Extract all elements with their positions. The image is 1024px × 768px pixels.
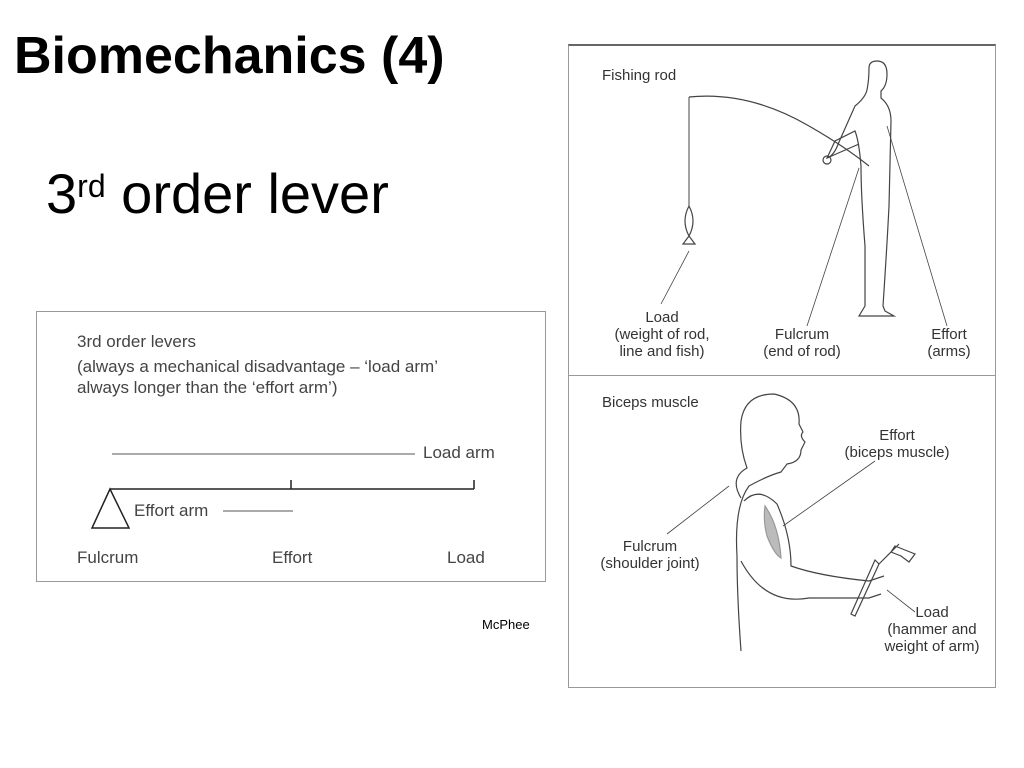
- fishing-fulcrum-label: Fulcrum (end of rod): [752, 326, 852, 360]
- slide-subtitle: 3rd order lever: [46, 166, 389, 222]
- biceps-effort-label: Effort (biceps muscle): [837, 427, 957, 461]
- fishing-effort-label: Effort (arms): [919, 326, 979, 360]
- fishing-illustration: [660, 60, 948, 327]
- biceps-fulcrum-leader: [666, 485, 730, 535]
- fishing-load-line3: line and fish): [619, 343, 705, 360]
- fishing-effort-line1: Effort: [931, 326, 967, 343]
- fisherman-arm: [826, 143, 860, 159]
- upper-arm: [743, 493, 885, 582]
- lever-diagram: 3rd order levers (always a mechanical di…: [36, 311, 546, 582]
- fulcrum-leader: [806, 167, 860, 327]
- biceps-load-line1: Load: [915, 604, 949, 621]
- effort-arm-label: Effort arm: [134, 501, 209, 520]
- fishing-load-label: Load (weight of rod, line and fish): [607, 309, 717, 360]
- fishing-heading: Fishing rod: [602, 67, 677, 84]
- fishing-effort-line2: (arms): [927, 343, 971, 360]
- lever-description-line2: always longer than the ‘effort arm’): [77, 378, 338, 397]
- fishing-fulcrum-line2: (end of rod): [763, 343, 841, 360]
- biceps-effort-line1: Effort: [879, 427, 915, 444]
- lever-description-line1: (always a mechanical disadvantage – ‘loa…: [77, 357, 438, 376]
- biceps-load-line2: (hammer and: [887, 621, 977, 638]
- effort-label: Effort: [272, 548, 313, 567]
- fisherman-figure: [825, 60, 897, 317]
- biceps-heading: Biceps muscle: [602, 394, 699, 411]
- biceps-fulcrum-label: Fulcrum (shoulder joint): [591, 538, 709, 572]
- image-credit: McPhee: [482, 617, 530, 632]
- biceps-effort-line2: (biceps muscle): [844, 444, 950, 461]
- hammer-head: [878, 543, 916, 565]
- lever-drawing: [90, 453, 475, 529]
- person-head-torso: [735, 393, 806, 652]
- load-label: Load: [447, 548, 485, 567]
- biceps-muscle-shading: [763, 504, 782, 560]
- biceps-load-line3: weight of arm): [884, 638, 980, 655]
- load-leader: [660, 250, 690, 305]
- slide-title: Biomechanics (4): [14, 27, 445, 85]
- load-arm-label: Load arm: [423, 443, 495, 462]
- fishing-load-line1: Load: [645, 309, 679, 326]
- lever-heading: 3rd order levers: [77, 332, 197, 351]
- biceps-effort-leader: [782, 460, 876, 527]
- fishing-rod: [688, 95, 870, 167]
- fishing-rod-panel: Fishing rod Load (weight of rod, line an…: [568, 44, 996, 378]
- subtitle-number: 3: [46, 162, 78, 225]
- fishing-fulcrum-line1: Fulcrum: [774, 326, 830, 343]
- subtitle-superscript: rd: [77, 168, 106, 204]
- subtitle-text: order lever: [105, 162, 389, 225]
- effort-leader: [886, 125, 948, 327]
- biceps-panel: Biceps muscle Effort (biceps muscle) Ful…: [568, 375, 996, 668]
- biceps-load-leader: [886, 589, 916, 613]
- hammer-handle: [850, 558, 880, 617]
- fishing-load-line2: (weight of rod,: [614, 326, 710, 343]
- reel-icon: [822, 155, 832, 165]
- biceps-fulcrum-line1: Fulcrum: [622, 538, 678, 555]
- biceps-load-label: Load (hammer and weight of arm): [877, 604, 987, 655]
- biceps-fulcrum-line2: (shoulder joint): [600, 555, 700, 572]
- forearm: [740, 560, 882, 600]
- fish-icon: [681, 204, 697, 245]
- fulcrum-triangle: [90, 487, 131, 529]
- panel-footer-strip: [568, 666, 996, 688]
- fulcrum-label: Fulcrum: [77, 548, 139, 567]
- biceps-illustration: [666, 393, 916, 652]
